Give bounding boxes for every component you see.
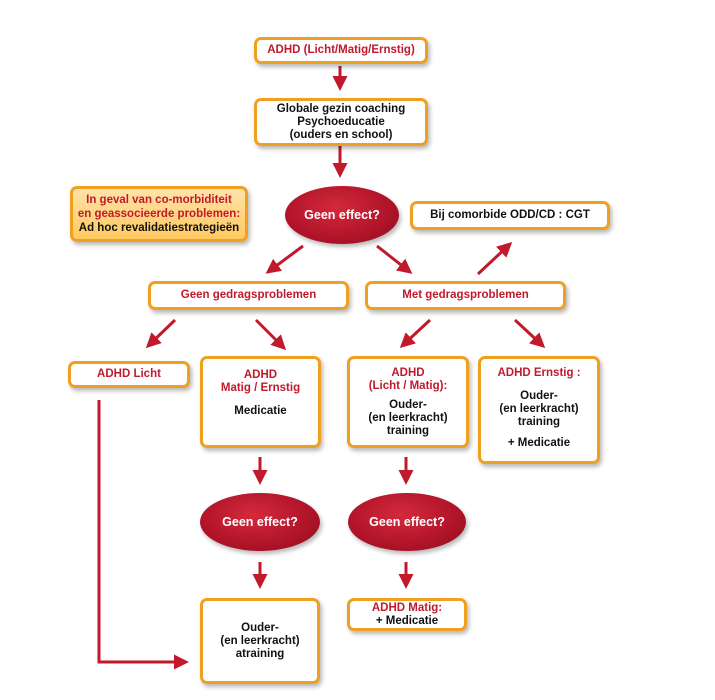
atraining-line-2: (en leerkracht) bbox=[220, 634, 300, 647]
coaching-line-2: Psychoeducatie bbox=[297, 115, 385, 128]
node-adhd-top: ADHD (Licht/Matig/Ernstig) bbox=[254, 37, 428, 64]
licht-matig-body-1: Ouder- bbox=[389, 398, 427, 411]
licht-matig-body-3: training bbox=[386, 424, 430, 437]
node-odd-cd-label: Bij comorbide ODD/CD : CGT bbox=[430, 209, 590, 221]
arrow-effect-to-geen-gedrag bbox=[265, 244, 304, 274]
comorbid-note: In geval van co-morbiditeit en geassocie… bbox=[70, 186, 248, 242]
arrow-licht-to-atraining bbox=[97, 400, 189, 670]
node-met-gedrag-label: Met gedragsproblemen bbox=[402, 289, 529, 301]
arrow-met-gedrag-to-lichtmatig bbox=[399, 318, 432, 349]
node-odd-cd: Bij comorbide ODD/CD : CGT bbox=[410, 201, 610, 230]
coaching-line-1: Globale gezin coaching bbox=[276, 102, 406, 115]
matig-ernstig-title-2: Matig / Ernstig bbox=[220, 382, 301, 394]
comorbid-line-1: In geval van co-morbiditeit bbox=[86, 194, 232, 206]
decision-geen-effect-1: Geen effect? bbox=[285, 186, 399, 244]
coaching-line-3: (ouders en school) bbox=[289, 128, 393, 141]
node-adhd-licht-label: ADHD Licht bbox=[97, 368, 161, 380]
node-adhd-matig-medicatie: ADHD Matig: + Medicatie bbox=[347, 598, 467, 631]
ernstig-body-3: training bbox=[517, 416, 561, 428]
licht-matig-body-2: (en leerkracht) bbox=[368, 411, 448, 424]
arrow-geen-gedrag-to-licht bbox=[145, 318, 177, 349]
arrow-met-gedrag-to-ernstig bbox=[513, 318, 546, 349]
matig-ernstig-title-1: ADHD bbox=[243, 369, 278, 381]
node-geen-gedragsproblemen: Geen gedragsproblemen bbox=[148, 281, 349, 310]
node-adhd-licht-matig: ADHD (Licht / Matig): Ouder- (en leerkra… bbox=[347, 356, 469, 448]
matig-ernstig-body: Medicatie bbox=[234, 405, 287, 417]
comorbid-line-3: Ad hoc revalidatiestrategieën bbox=[78, 222, 240, 234]
licht-matig-title-2: (Licht / Matig): bbox=[368, 379, 448, 392]
node-geen-gedrag-label: Geen gedragsproblemen bbox=[180, 289, 317, 301]
matig-medicatie-body: + Medicatie bbox=[375, 614, 439, 627]
decision-geen-effect-3-label: Geen effect? bbox=[369, 515, 445, 529]
arrow-effect-to-met-gedrag bbox=[376, 244, 413, 274]
decision-geen-effect-2: Geen effect? bbox=[200, 493, 320, 551]
atraining-line-3: atraining bbox=[235, 647, 285, 660]
node-met-gedragsproblemen: Met gedragsproblemen bbox=[365, 281, 566, 310]
atraining-line-1: Ouder- bbox=[241, 621, 279, 634]
arrow-geen-gedrag-to-matig bbox=[254, 318, 287, 351]
licht-matig-title-1: ADHD bbox=[391, 366, 425, 379]
ernstig-body-2: (en leerkracht) bbox=[499, 403, 579, 415]
node-adhd-matig-ernstig: ADHD Matig / Ernstig Medicatie bbox=[200, 356, 321, 448]
ernstig-body-1: Ouder- bbox=[520, 390, 558, 402]
comorbid-line-2: en geassocieerde problemen: bbox=[77, 208, 241, 220]
node-adhd-licht: ADHD Licht bbox=[68, 361, 190, 388]
decision-geen-effect-2-label: Geen effect? bbox=[222, 515, 298, 529]
node-adhd-ernstig: ADHD Ernstig : Ouder- (en leerkracht) tr… bbox=[478, 356, 600, 464]
ernstig-title: ADHD Ernstig : bbox=[497, 367, 581, 379]
decision-geen-effect-3: Geen effect? bbox=[348, 493, 466, 551]
arrow-met-gedrag-to-odd bbox=[476, 241, 513, 276]
ernstig-body-4: + Medicatie bbox=[507, 437, 571, 449]
node-ouder-atraining: Ouder- (en leerkracht) atraining bbox=[200, 598, 320, 684]
node-adhd-top-label: ADHD (Licht/Matig/Ernstig) bbox=[267, 44, 415, 56]
matig-medicatie-title: ADHD Matig: bbox=[371, 601, 443, 614]
node-coaching: Globale gezin coaching Psychoeducatie (o… bbox=[254, 98, 428, 146]
decision-geen-effect-1-label: Geen effect? bbox=[304, 208, 380, 222]
